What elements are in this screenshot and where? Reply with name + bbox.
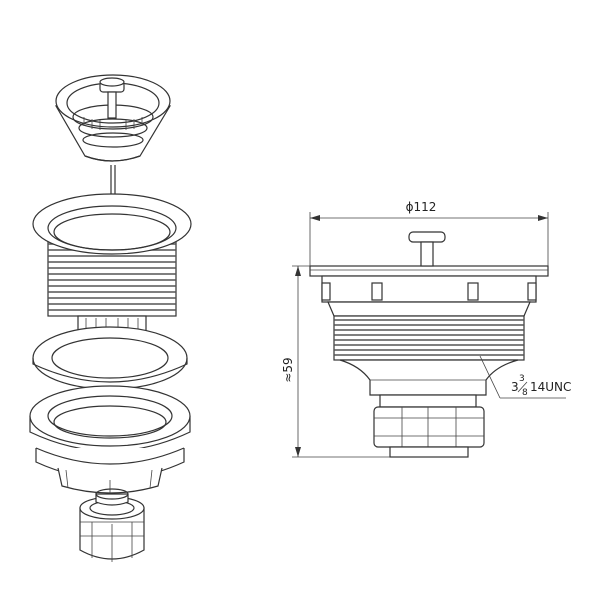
thread-spec: 14UNC bbox=[530, 380, 571, 394]
diameter-dimension: ϕ112 bbox=[309, 200, 549, 266]
flange-body bbox=[32, 193, 192, 345]
height-dimension: ≈59 bbox=[281, 265, 390, 458]
side-tailpiece bbox=[373, 394, 485, 458]
side-knob bbox=[408, 231, 446, 267]
retaining-ring bbox=[29, 385, 191, 452]
height-label: ≈59 bbox=[281, 357, 295, 382]
tailpiece-nut bbox=[79, 488, 145, 562]
exploded-view bbox=[29, 74, 192, 562]
diameter-label: ϕ112 bbox=[406, 200, 437, 214]
side-view: ϕ112 ≈59 3 3 8 14UNC bbox=[281, 200, 571, 458]
side-body bbox=[321, 275, 537, 317]
rubber-gasket bbox=[32, 326, 188, 390]
mounting-nut bbox=[35, 447, 185, 496]
thread-denominator: 8 bbox=[522, 388, 528, 398]
thread-numerator: 3 bbox=[519, 374, 525, 384]
strainer-basket bbox=[54, 74, 172, 162]
side-thread bbox=[333, 315, 525, 361]
side-lower-body bbox=[339, 359, 519, 396]
top-flange bbox=[309, 265, 549, 277]
thread-callout: 3 3 8 14UNC bbox=[479, 355, 571, 399]
thread-whole: 3 bbox=[511, 380, 519, 394]
